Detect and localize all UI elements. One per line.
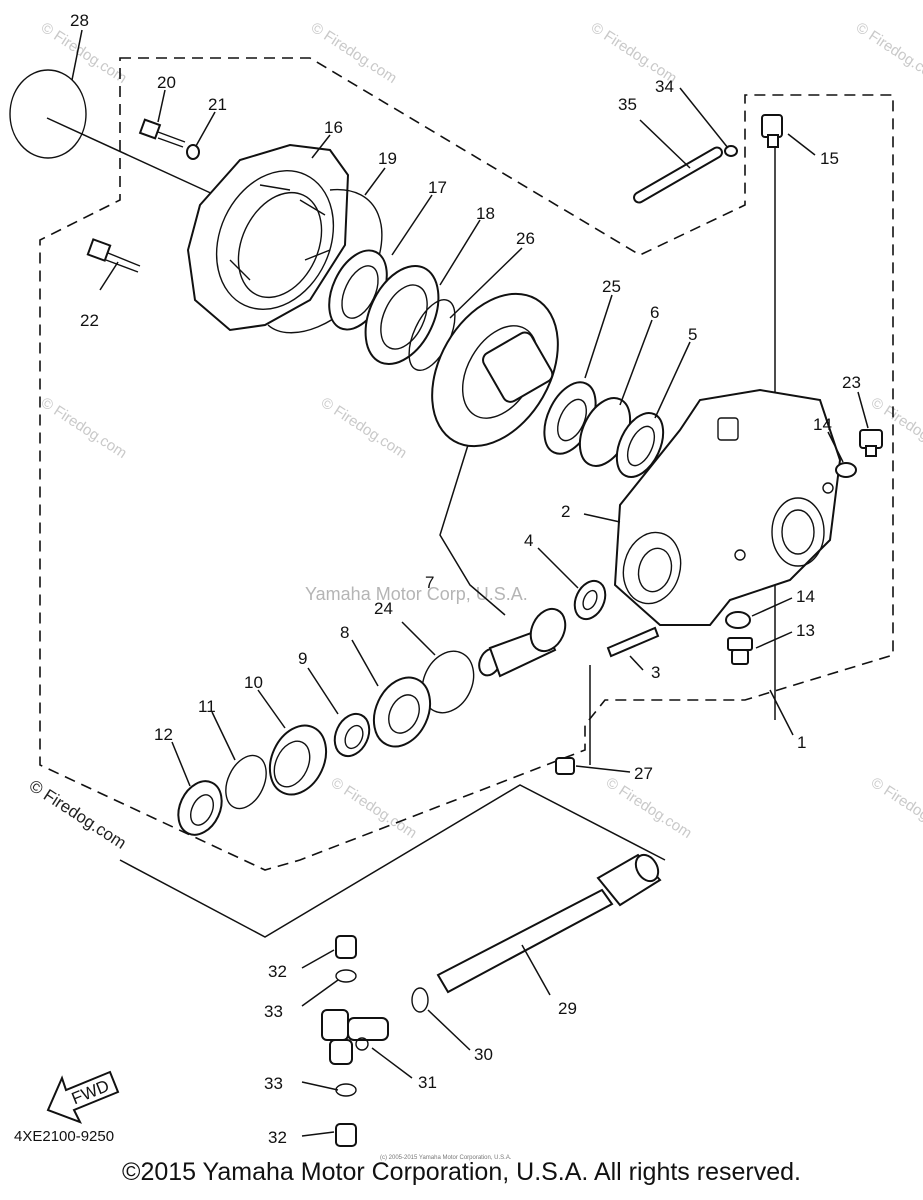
part-16-housing-cover xyxy=(186,143,350,332)
part-label: 32 xyxy=(268,1128,287,1147)
part-label: 35 xyxy=(618,95,637,114)
watermark-tile: © Firedog.com xyxy=(308,19,400,87)
part-label: 11 xyxy=(198,697,216,716)
part-24-shim xyxy=(421,650,475,714)
part-label: 15 xyxy=(820,149,839,168)
part-labels: 1 2 3 4 5 6 7 8 9 10 11 12 13 14 14 15 1… xyxy=(70,11,861,1147)
assembly-boundary xyxy=(39,57,894,871)
part-label: 23 xyxy=(842,373,861,392)
part-13-plug xyxy=(727,637,753,665)
part-23-plug xyxy=(859,429,883,457)
part-label: 1 xyxy=(797,733,806,752)
leader-line xyxy=(119,784,666,938)
part-15-breather xyxy=(761,114,783,148)
part-9-collar xyxy=(333,712,371,758)
part-label: 28 xyxy=(70,11,89,30)
part-label: 33 xyxy=(264,1002,283,1021)
part-label: 9 xyxy=(298,649,307,668)
part-31-universal-joint xyxy=(321,1009,389,1065)
part-label: 19 xyxy=(378,149,397,168)
part-label: 16 xyxy=(324,118,343,137)
part-4-bearing xyxy=(573,579,607,621)
part-32-bearing xyxy=(335,1123,357,1147)
part-label: 26 xyxy=(516,229,535,248)
part-32-bearing xyxy=(335,935,357,959)
part-label: 4 xyxy=(524,531,533,550)
part-3-stud xyxy=(606,626,660,658)
part-28-o-ring xyxy=(9,69,87,159)
part-label: 12 xyxy=(154,725,173,744)
watermark-tile: © Firedog.com xyxy=(853,19,923,87)
part-label: 32 xyxy=(268,962,287,981)
part-label: 27 xyxy=(634,764,653,783)
part-label: 18 xyxy=(476,204,495,223)
part-7-drive-pinion xyxy=(478,607,567,678)
part-18-bearing xyxy=(364,264,440,366)
part-14-washer xyxy=(725,611,751,629)
ring-gear xyxy=(431,292,559,448)
part-label: 33 xyxy=(264,1074,283,1093)
part-label: 3 xyxy=(651,663,660,682)
part-label: 8 xyxy=(340,623,349,642)
leader-line xyxy=(439,444,506,616)
part-label: 14 xyxy=(813,415,832,434)
part-11-circlip xyxy=(225,754,267,810)
part-27-nut xyxy=(555,757,575,775)
part-label: 25 xyxy=(602,277,621,296)
part-35-pin xyxy=(633,146,723,204)
part-label: 20 xyxy=(157,73,176,92)
part-label: 10 xyxy=(244,673,263,692)
part-8-bearing xyxy=(372,676,432,748)
watermark-tile: © Firedog.com xyxy=(318,394,410,462)
part-33-circlip xyxy=(335,1083,357,1097)
part-label: 21 xyxy=(208,95,227,114)
part-label: 14 xyxy=(796,587,815,606)
center-watermark: Yamaha Motor Corp, U.S.A. xyxy=(305,584,528,604)
diagram-code: 4XE2100-9250 xyxy=(14,1128,115,1145)
part-12-oil-seal xyxy=(177,780,223,836)
part-20-bolt xyxy=(138,118,186,148)
part-33-circlip xyxy=(335,969,357,983)
part-14-washer xyxy=(835,462,857,478)
part-label: 7 xyxy=(425,573,434,592)
part-label: 29 xyxy=(558,999,577,1018)
part-5-oil-seal xyxy=(615,412,665,478)
watermark-tile: © Firedog.com xyxy=(603,774,695,842)
part-label: 34 xyxy=(655,77,674,96)
part-label: 13 xyxy=(796,621,815,640)
leader-line xyxy=(46,117,216,196)
part-34-clip xyxy=(724,145,738,157)
part-label: 5 xyxy=(688,325,697,344)
part-label: 24 xyxy=(374,599,393,618)
part-label: 17 xyxy=(428,178,447,197)
part-label: 2 xyxy=(561,502,570,521)
small-print: (c) 2005-2015 Yamaha Motor Corporation, … xyxy=(380,1155,512,1161)
part-29-drive-shaft xyxy=(436,853,662,994)
watermark-tile: © Firedog.com xyxy=(38,394,130,462)
copyright-notice: ©2015 Yamaha Motor Corporation, U.S.A. A… xyxy=(122,1158,801,1186)
part-21-washer xyxy=(186,144,200,160)
part-30-circlip xyxy=(411,987,429,1013)
part-2-gear-case xyxy=(613,388,842,626)
part-label: 31 xyxy=(418,1073,437,1092)
watermark-tile: © Firedog.com xyxy=(328,774,420,842)
fwd-arrow-icon: FWD xyxy=(46,1070,120,1124)
part-22-bolt xyxy=(86,238,141,273)
label-leaders xyxy=(71,29,869,1137)
part-10-bearing-retainer xyxy=(268,724,328,796)
watermark-tile: © Firedog.com xyxy=(868,774,923,842)
part-label: 30 xyxy=(474,1045,493,1064)
part-label: 22 xyxy=(80,311,99,330)
part-label: 6 xyxy=(650,303,659,322)
